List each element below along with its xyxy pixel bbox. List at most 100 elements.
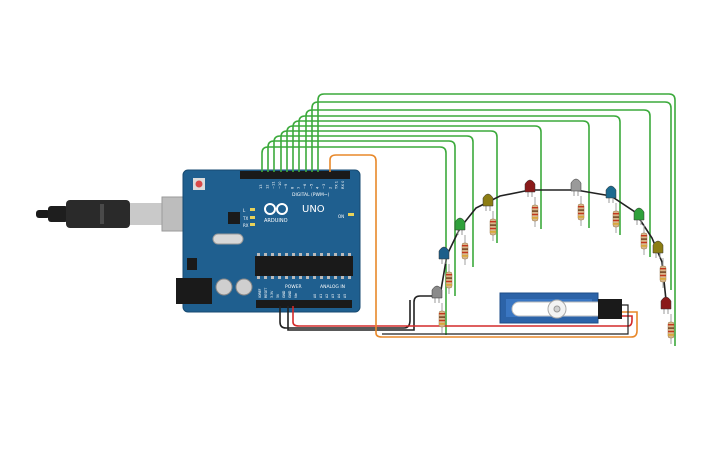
- analog-pin-label: A0: [313, 294, 317, 298]
- model-label: UNO: [302, 204, 325, 215]
- chip-pin: [313, 276, 316, 279]
- resistor-band: [490, 227, 496, 230]
- resistor-body: [461, 242, 469, 260]
- power-pin-label: GND: [282, 290, 286, 298]
- signal-wire: [298, 115, 621, 235]
- brand-label: ARDUINO: [264, 218, 288, 224]
- power-pin-label: 5V: [276, 293, 280, 298]
- digital-pin-label: ~10: [278, 181, 282, 189]
- power-pin-label: GND: [288, 290, 292, 298]
- power-analog-header: [256, 300, 352, 308]
- resistor-band: [532, 207, 538, 209]
- signal-wire: [292, 120, 590, 228]
- power-label: POWER: [285, 284, 302, 290]
- rx-label: RX: [243, 223, 249, 228]
- chip-pin: [320, 276, 323, 279]
- resistor-body: [667, 321, 675, 339]
- led-5: [524, 179, 539, 227]
- power-pin-label: Vin: [294, 293, 298, 298]
- led-body: [454, 217, 466, 231]
- signal-wire: [273, 135, 474, 267]
- digital-pin-label: 7: [297, 187, 301, 189]
- power-jack: [176, 278, 212, 304]
- analog-pin-label: A3: [331, 294, 335, 298]
- resistor-band: [613, 213, 619, 215]
- resistor-body: [489, 218, 497, 236]
- resistor-body: [659, 265, 667, 283]
- signal-wire: [267, 140, 456, 296]
- resistor-band: [668, 327, 674, 329]
- resistor-band: [660, 271, 666, 273]
- resistor-body: [531, 204, 539, 222]
- analog-label: ANALOG IN: [320, 284, 345, 290]
- digital-pin-label: ~11: [272, 181, 276, 189]
- resistor-band: [446, 280, 452, 283]
- led-body: [482, 193, 494, 207]
- resistor-band: [462, 255, 468, 257]
- ground-wire-board: [279, 300, 411, 329]
- chip-pin: [271, 253, 274, 256]
- led-3: [454, 217, 469, 265]
- led-2: [438, 246, 453, 294]
- resistor-band: [660, 274, 666, 277]
- tx-label: TX: [242, 216, 248, 221]
- digital-header: [240, 171, 350, 179]
- digital-pin-label: 2: [328, 187, 332, 189]
- reset-button-cap[interactable]: [195, 180, 203, 188]
- signal-wire: [286, 125, 542, 229]
- led-4: [482, 193, 497, 241]
- l-led-label: L: [243, 208, 246, 213]
- resistor-band: [578, 212, 584, 215]
- resistor-band: [578, 209, 584, 211]
- servo-motor: [499, 292, 622, 324]
- resistor-body: [577, 203, 585, 221]
- chip-pin: [264, 253, 267, 256]
- chip-pin: [257, 276, 260, 279]
- resistor-band: [641, 245, 647, 247]
- servo-connector: [598, 299, 622, 319]
- chip-pin: [292, 253, 295, 256]
- digital-pin-label: 4: [316, 186, 320, 189]
- resistor-band: [578, 206, 584, 208]
- led-10: [660, 296, 675, 344]
- chip-pin: [327, 276, 330, 279]
- tx-led: [250, 216, 255, 219]
- chip-pin: [334, 253, 337, 256]
- chip-pin: [278, 276, 281, 279]
- rx-led: [250, 223, 255, 226]
- resistor-band: [641, 238, 647, 240]
- resistor-band: [668, 330, 674, 333]
- chip-pin: [299, 253, 302, 256]
- digital-label: DIGITAL (PWM~): [292, 192, 330, 198]
- crystal: [212, 233, 244, 245]
- servo-signal-wire: [329, 154, 638, 338]
- resistor-band: [462, 248, 468, 250]
- signal-wire: [311, 101, 672, 290]
- chip-pin: [341, 276, 344, 279]
- atmega-chip: [255, 256, 353, 276]
- digital-pin-label: RX 0: [341, 180, 345, 189]
- on-label: ON: [338, 214, 344, 219]
- chip-pin: [327, 253, 330, 256]
- chip-pin: [278, 253, 281, 256]
- power-pin-label: IOREF: [258, 288, 262, 298]
- resistor-band: [446, 274, 452, 276]
- chip-pin: [299, 276, 302, 279]
- led-array: [431, 178, 675, 344]
- capacitor: [235, 278, 253, 296]
- analog-pin-label: A5: [343, 294, 347, 298]
- resistor-band: [439, 319, 445, 322]
- signal-wire: [280, 130, 498, 243]
- led-7: [605, 185, 620, 233]
- chip-pin: [341, 253, 344, 256]
- chip-pin: [285, 253, 288, 256]
- led-body: [431, 285, 443, 299]
- led-body: [524, 179, 536, 193]
- signal-wire: [305, 109, 651, 257]
- digital-pin-label: 13: [259, 184, 263, 189]
- resistor-band: [613, 219, 619, 222]
- signal-wire: [317, 93, 676, 346]
- resistor-band: [532, 210, 538, 212]
- resistor-band: [613, 216, 619, 218]
